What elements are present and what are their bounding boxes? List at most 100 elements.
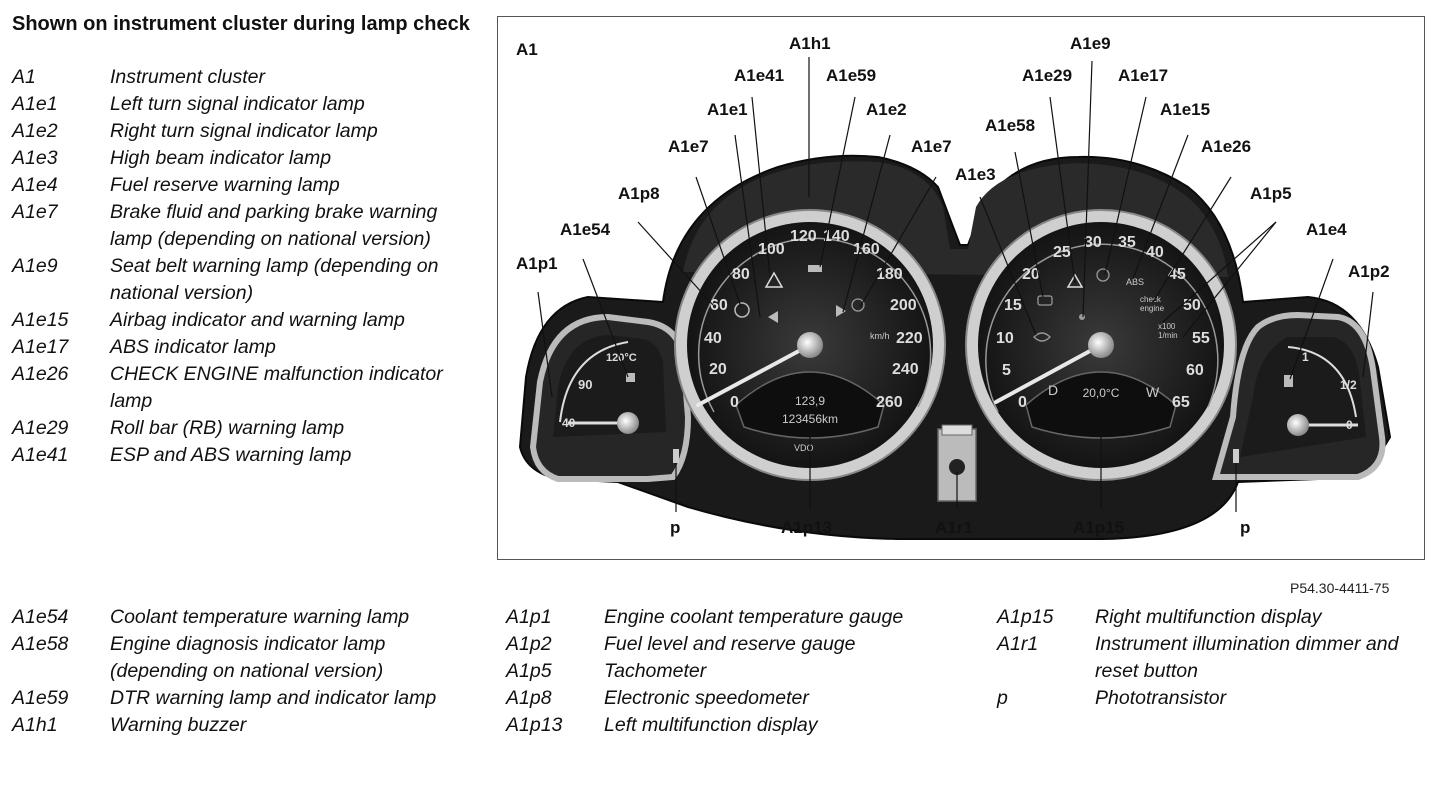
fuel-reserve-icon xyxy=(1284,375,1293,387)
left-multifunction-display xyxy=(735,371,885,439)
legend-item: A1e26 CHECK ENGINE malfunction indicator … xyxy=(12,361,472,415)
tacho-tick-label: 55 xyxy=(1192,330,1210,347)
tacho-tick-label: 50 xyxy=(1183,297,1201,314)
roll-bar-warning-triangle-icon xyxy=(1066,273,1084,288)
legend-code: A1 xyxy=(12,66,36,88)
dimmer-reset-button xyxy=(949,459,965,475)
speedo-tick-label: 0 xyxy=(730,394,739,411)
callout-a1h1: A1h1 xyxy=(789,34,831,53)
speedometer-hub xyxy=(797,332,823,358)
legend-description: Brake fluid and parking brake warning la… xyxy=(110,201,438,250)
fuel-gauge-scale-arc xyxy=(1287,346,1357,418)
leader-line-a1p5-a xyxy=(1162,221,1277,323)
legend-code: A1p5 xyxy=(506,660,552,682)
legend-code: A1e59 xyxy=(12,687,69,709)
legend-description: Engine diagnosis indicator lamp (dependi… xyxy=(110,633,386,682)
callout-a1r1: A1r1 xyxy=(935,518,973,537)
leader-line-a1e26 xyxy=(1152,176,1232,303)
speedo-tick-label: 120 xyxy=(790,228,817,245)
legend-code: A1e26 xyxy=(12,363,69,385)
vdo-logo: VDO xyxy=(794,443,814,453)
callout-a1e7-right: A1e7 xyxy=(911,137,952,156)
leader-line-a1e58 xyxy=(1014,151,1044,298)
speedo-tick-label: 260 xyxy=(876,394,903,411)
leader-line-a1e54 xyxy=(582,258,629,378)
tacho-tick-label: 60 xyxy=(1186,362,1204,379)
legend-code: A1e54 xyxy=(12,606,69,628)
speedo-tick-label: 80 xyxy=(732,266,750,283)
speedometer-unit: km/h xyxy=(870,331,890,341)
legend-description: Airbag indicator and warning lamp xyxy=(110,309,405,331)
legend-item: A1e58 Engine diagnosis indicator lamp (de… xyxy=(12,631,472,685)
tacho-tick-label: 10 xyxy=(996,330,1014,347)
callout-a1e29: A1e29 xyxy=(1022,66,1072,85)
leader-line-a1e1 xyxy=(734,134,761,318)
legend-code: A1e1 xyxy=(12,93,58,115)
leader-line-a1e4 xyxy=(1289,258,1334,380)
speedo-tick-label: 160 xyxy=(853,241,880,258)
temp-tick-label: 90 xyxy=(578,377,592,392)
callout-a1e9: A1e9 xyxy=(1070,34,1111,53)
legend-code: A1e9 xyxy=(12,255,58,277)
fuel-tick-label: 1 xyxy=(1302,350,1309,364)
legend-code: A1e4 xyxy=(12,174,58,196)
callout-a1e26: A1e26 xyxy=(1201,137,1251,156)
high-beam-icon xyxy=(1033,332,1051,342)
legend-code: A1h1 xyxy=(12,714,58,736)
legend-description: Tachometer xyxy=(604,660,707,682)
leader-line-a1e29 xyxy=(1049,96,1076,284)
legend-item: A1e59 DTR warning lamp and indicator lamp xyxy=(12,685,472,712)
leader-line-a1e7-left xyxy=(695,176,742,308)
instrument-cluster-diagram: 123,9 123456km VDO 20,0°C D W 0 20 40 60… xyxy=(497,16,1425,560)
legend-code: A1e17 xyxy=(12,336,69,358)
tachometer-hub xyxy=(1088,332,1114,358)
tachometer-tick-labels: 0 5 10 15 20 25 30 35 40 45 50 55 60 65 xyxy=(996,234,1210,411)
right-display-temp: 20,0°C xyxy=(1083,386,1120,400)
legend-description: CHECK ENGINE malfunction indicator lamp xyxy=(110,363,443,412)
speedo-tick-label: 60 xyxy=(710,297,728,314)
check-engine-text-2: engine xyxy=(1140,304,1165,313)
legend-code: A1e58 xyxy=(12,633,69,655)
legend-code: A1e2 xyxy=(12,120,58,142)
leader-line-a1p1 xyxy=(537,291,553,398)
speedo-tick-label: 220 xyxy=(896,330,923,347)
speedo-tick-label: 200 xyxy=(890,297,917,314)
tacho-tick-label: 35 xyxy=(1118,234,1136,251)
leader-line-a1e17 xyxy=(1104,96,1147,275)
legend-description: Roll bar (RB) warning lamp xyxy=(110,417,345,439)
page-heading: Shown on instrument cluster during lamp … xyxy=(12,13,470,35)
callout-a1e1: A1e1 xyxy=(707,100,748,119)
legend-description: DTR warning lamp and indicator lamp xyxy=(110,687,437,709)
brake-warning-icon xyxy=(734,302,750,318)
callout-a1p2: A1p2 xyxy=(1348,262,1390,281)
tacho-tick-label: 15 xyxy=(1004,297,1022,314)
legend-code: A1p1 xyxy=(506,606,552,628)
legend-description: Electronic speedometer xyxy=(604,687,809,709)
leader-line-a1e9 xyxy=(1082,60,1093,318)
callout-a1p5: A1p5 xyxy=(1250,184,1292,203)
leader-line-a1e59 xyxy=(819,96,856,268)
speedometer-tick-labels: 0 20 40 60 80 100 120 140 160 180 200 22… xyxy=(704,228,923,411)
legend-code: A1e41 xyxy=(12,444,69,466)
tachometer-scale-arc xyxy=(985,243,1219,413)
speedometer-needle xyxy=(696,343,812,407)
callout-a1e54: A1e54 xyxy=(560,220,611,239)
leader-line-a1e15 xyxy=(1132,134,1189,280)
tacho-unit-rpm: 1/min xyxy=(1158,331,1178,340)
legend-code: A1r1 xyxy=(997,633,1039,655)
leader-line-a1e3 xyxy=(979,196,1037,336)
engine-diagnosis-icon xyxy=(1037,295,1053,306)
